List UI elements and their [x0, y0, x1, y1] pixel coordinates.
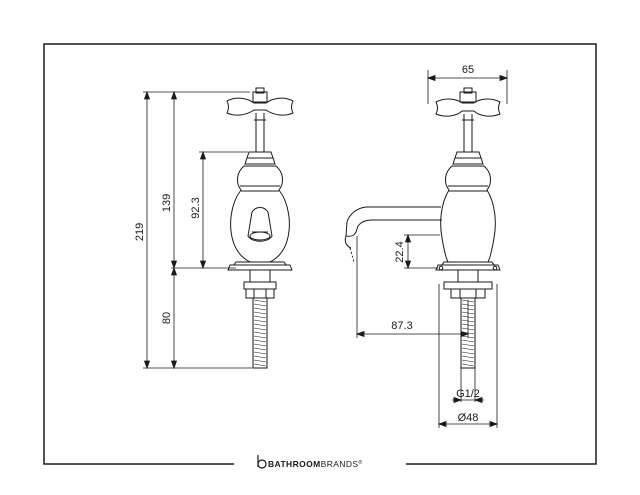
thread-line [253, 311, 267, 315]
front-cross-handle [226, 97, 294, 116]
front-dimension-lines [143, 90, 252, 370]
front-view-tap [226, 87, 294, 369]
front-threaded-shank [252, 297, 268, 369]
thread-line [461, 351, 475, 355]
front-handle-hub [252, 91, 268, 103]
dim-total-height: 219 [134, 223, 146, 241]
thread-line [253, 303, 267, 307]
thread-line [253, 299, 267, 303]
thread-line [253, 343, 267, 347]
thread-line [253, 327, 267, 331]
thread-line [253, 355, 267, 359]
brand-footer: BATHROOMBRANDS® [234, 455, 406, 472]
brand-name-light: BRANDS [321, 459, 359, 469]
thread-line [253, 347, 267, 351]
brand-name: BATHROOMBRANDS® [268, 459, 363, 469]
side-view-tap [344, 87, 501, 369]
thread-line [253, 339, 267, 343]
dim-body-height: 92.3 [190, 197, 202, 218]
thread-line [253, 315, 267, 319]
side-washer [457, 269, 479, 283]
drawing-border [43, 43, 597, 465]
brand-name-bold: BATHROOM [268, 459, 321, 469]
thread-line [461, 355, 475, 359]
thread-line [253, 335, 267, 339]
dim-handle-width: 65 [462, 64, 474, 76]
dim-spout-height: 22.4 [394, 241, 406, 262]
front-shank-thread-lines [253, 299, 267, 367]
side-handle-hub [459, 91, 477, 103]
front-spout-outlet [247, 207, 273, 242]
thread-line [253, 319, 267, 323]
side-spout [345, 206, 442, 237]
front-washer [249, 269, 271, 283]
thread-line [253, 351, 267, 355]
brand-trademark: ® [358, 459, 362, 466]
front-tap-body [230, 165, 290, 263]
thread-line [253, 323, 267, 327]
thread-line [253, 331, 267, 335]
dim-spout-reach: 87.3 [391, 320, 412, 332]
side-tap-body [440, 165, 496, 263]
thread-line [253, 359, 267, 363]
side-shank-thread-lines [461, 299, 475, 367]
thread-line [253, 363, 267, 367]
dim-base-diameter: Ø48 [458, 412, 479, 424]
thread-line [253, 307, 267, 311]
thread-line [461, 347, 475, 351]
dim-upper-height: 139 [161, 194, 173, 212]
side-cross-handle [435, 98, 501, 117]
thread-line [461, 359, 475, 363]
thread-line [461, 343, 475, 347]
dim-shank-length: 80 [161, 312, 173, 324]
thread-line [461, 339, 475, 343]
side-dimension-lines [355, 70, 509, 428]
thread-line [461, 363, 475, 367]
brand-logo-icon [257, 455, 267, 469]
dim-thread-size: G1/2 [456, 388, 480, 400]
